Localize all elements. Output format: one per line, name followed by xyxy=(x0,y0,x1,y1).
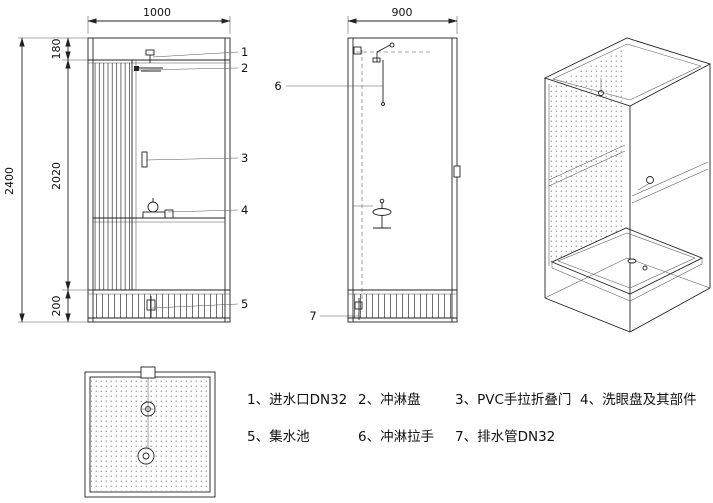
iso-bottom-back-edges xyxy=(544,257,711,299)
side-view: 900 6 7 xyxy=(274,6,461,323)
callout-2-leader xyxy=(137,67,239,71)
front-dim-200-label: 200 xyxy=(50,296,63,317)
front-folding-door-stripes xyxy=(94,63,131,290)
callout-5-label: 5 xyxy=(241,297,248,311)
callout-7-label: 7 xyxy=(309,309,316,323)
legend-item: 5、集水池 xyxy=(247,429,310,445)
legend-item: 7、排水管DN32 xyxy=(455,429,555,445)
callout-4-leader xyxy=(167,209,239,213)
callout-3-leader xyxy=(145,157,239,161)
side-top-hinge xyxy=(353,46,362,55)
side-cabinet-outline xyxy=(347,37,458,323)
water-inlet-fixture xyxy=(145,49,155,56)
callout-4-label: 4 xyxy=(241,203,248,217)
iso-drain-detail xyxy=(642,265,648,271)
callout-3-label: 3 xyxy=(241,151,248,165)
side-shower-mount xyxy=(372,57,381,63)
top-view-drain-crosshair xyxy=(141,402,155,416)
iso-shower-head xyxy=(598,90,604,96)
legend-item: 1、进水口DN32 xyxy=(247,392,347,408)
legend-item: 6、冲淋拉手 xyxy=(358,429,434,445)
callout-2-label: 2 xyxy=(241,61,248,75)
eyewash-bowl-fixture xyxy=(147,201,159,213)
eyewash-bracket xyxy=(142,211,166,219)
side-eyewash-stand xyxy=(373,203,391,229)
front-height-extension-lines xyxy=(18,37,93,323)
callout-5-leader xyxy=(151,303,239,309)
top-view-perforated-base xyxy=(91,378,209,491)
top-view xyxy=(84,366,216,498)
legend-item: 4、洗眼盘及其部件 xyxy=(580,391,697,408)
side-door-handle xyxy=(453,165,461,178)
callout-1-leader xyxy=(152,51,239,58)
callout-6-label: 6 xyxy=(274,79,281,93)
legend-item: 2、冲淋盘 xyxy=(358,391,421,408)
sump-fixture xyxy=(146,299,156,311)
callout-1-label: 1 xyxy=(241,45,248,59)
isometric-view xyxy=(543,37,712,333)
side-basin-hatch xyxy=(353,294,452,318)
front-dim-2020-label: 2020 xyxy=(50,162,63,190)
iso-back-wall-perforated xyxy=(549,48,625,264)
front-dim-2400-label: 2400 xyxy=(3,167,16,195)
top-view-sump-inner xyxy=(142,452,150,460)
side-width-dim-label: 900 xyxy=(392,6,413,19)
front-width-dim-label: 1000 xyxy=(143,6,171,19)
iso-bottom-front-edges xyxy=(544,287,711,333)
front-cabinet-outline xyxy=(87,37,231,323)
door-handle-fixture xyxy=(141,151,148,168)
side-shower-head xyxy=(389,42,395,48)
iso-eyewash-arm xyxy=(637,182,651,191)
side-shower-arm xyxy=(376,44,391,62)
iso-eyewash-bowl xyxy=(646,176,654,184)
iso-base-tray-thickness xyxy=(551,258,703,302)
legend-item: 3、PVC手拉折叠门 xyxy=(455,392,571,408)
top-view-sump-outer xyxy=(137,447,155,465)
legend: 1、进水口DN32 2、冲淋盘 3、PVC手拉折叠门 4、洗眼盘及其部件 5、集… xyxy=(247,391,697,445)
side-eyewash-nozzle xyxy=(379,198,385,204)
iso-right-rail-lines xyxy=(631,161,709,204)
side-pull-rod-knob xyxy=(381,102,385,106)
side-eyewash-bowl xyxy=(372,208,392,216)
front-view: 1000 180 2020 200 2400 1 2 3 4 5 xyxy=(3,6,248,323)
front-dim-180-label: 180 xyxy=(50,39,63,60)
iso-back-rail-lines xyxy=(548,144,626,187)
eyewash-valve xyxy=(164,209,174,219)
front-basin-hatch xyxy=(93,294,225,318)
shower-pan-mount xyxy=(134,66,139,71)
iso-base-tray-inner-rim xyxy=(557,232,696,289)
shower-pan-fixture xyxy=(139,67,163,72)
top-view-inlet-tab xyxy=(140,366,156,379)
iso-drain-hole xyxy=(627,258,637,264)
